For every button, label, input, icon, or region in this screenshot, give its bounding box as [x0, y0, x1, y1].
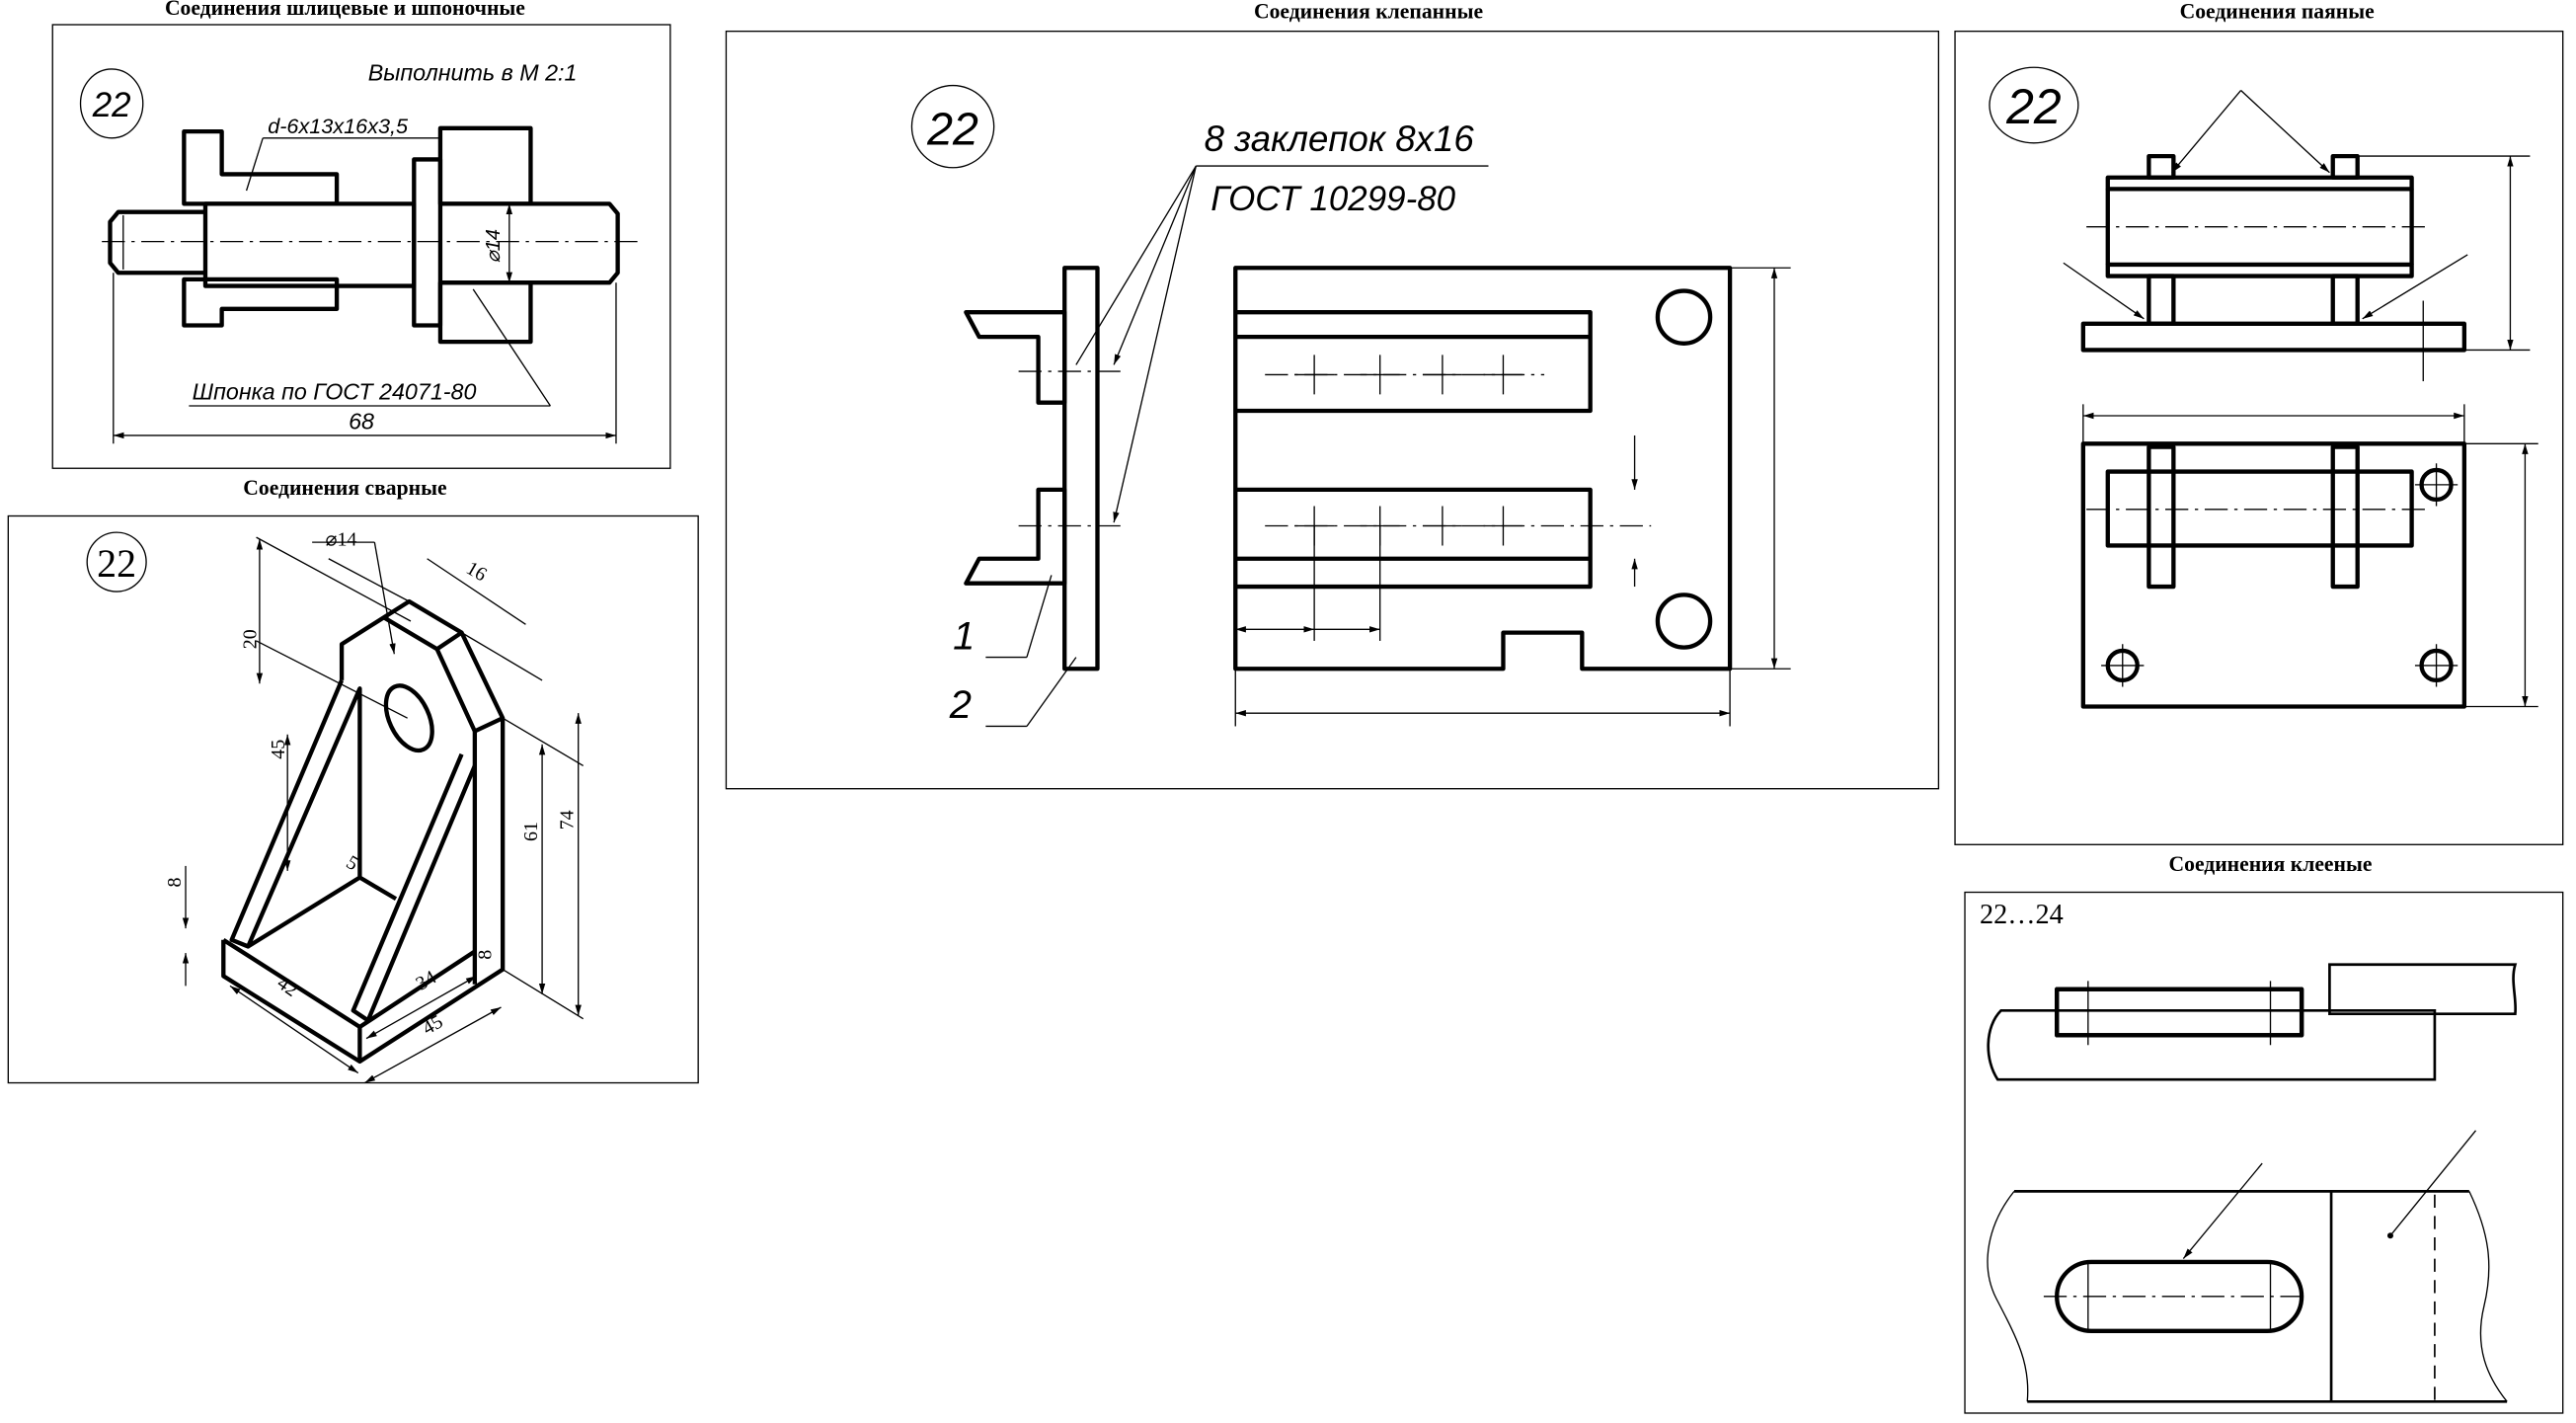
dim-45: 45 — [419, 1011, 446, 1040]
part-label-2: 2 — [949, 683, 972, 727]
panel-riveted: Соединения клепанные 22 8 заклепок 8х16 … — [725, 0, 1940, 790]
panel-frame — [1954, 30, 2564, 845]
panel-title: Соединения сварные — [243, 476, 447, 500]
variant-circle — [1989, 66, 2079, 144]
variant-number: 22 — [92, 86, 131, 124]
panel-frame — [725, 30, 1940, 790]
dim-16: 16 — [462, 557, 490, 586]
variant-number: 22 — [926, 103, 978, 154]
right-housing-top — [437, 125, 533, 206]
panel-welded: Соединения сварные 22 ⌀14 20 — [7, 476, 699, 1084]
panel-frame — [7, 514, 699, 1084]
variant-number: 22 — [2005, 79, 2062, 134]
panel-soldered: Соединения паяные 22 — [1954, 0, 2564, 845]
panel-frame — [1964, 891, 2564, 1414]
left-housing-top — [182, 128, 340, 206]
shaft-splined — [202, 201, 417, 288]
shaft-collar — [412, 157, 443, 328]
angle-1-bottom — [964, 487, 1067, 586]
left-housing-bottom — [182, 277, 340, 328]
variant-circle — [86, 531, 147, 593]
shaft-right — [439, 201, 620, 285]
rivet-centers — [1265, 355, 1652, 641]
right-housing-bottom — [437, 280, 533, 345]
panel-title: Соединения клепанные — [1254, 0, 1483, 23]
scale-note: Выполнить в М 2:1 — [368, 60, 578, 86]
upper-part — [2328, 963, 2518, 1015]
bracket-isometric — [182, 536, 585, 1084]
dim-20: 20 — [240, 629, 262, 649]
adhesive-layer — [2055, 987, 2304, 1038]
plate-top-view — [2080, 441, 2467, 709]
variant-circle — [79, 68, 144, 139]
dim-hole: ⌀14 — [325, 528, 356, 550]
panel-title: Соединения клееные — [2169, 852, 2373, 876]
panel-title: Соединения паяные — [2180, 0, 2376, 23]
panel-glued: Соединения клееные 22…24 — [1964, 852, 2564, 1414]
standard-note: ГОСТ 10299-80 — [1210, 180, 1455, 218]
variant-number: 22 — [97, 541, 136, 586]
part-label-1: 1 — [953, 614, 975, 658]
panel-title: Соединения шлицевые и шпоночные — [165, 0, 525, 20]
panel-frame — [51, 24, 671, 469]
shaft-thread-end — [108, 209, 205, 276]
dim-74: 74 — [557, 810, 579, 830]
plate-2 — [1062, 266, 1100, 672]
strip-plan — [2013, 1190, 2508, 1403]
angle-1-top — [964, 310, 1067, 405]
lower-part — [1987, 1008, 2437, 1081]
panel-splined-keyed: Соединения шлицевые и шпоночные 22 Выпол… — [51, 0, 671, 469]
plate-front-view — [1233, 266, 1733, 672]
key-note: Шпонка по ГОСТ 24071-80 — [193, 378, 477, 404]
dim-61: 61 — [520, 822, 542, 841]
spline-designation: d-6x13x16x3,5 — [268, 114, 409, 138]
variant-number: 22…24 — [1980, 900, 2064, 930]
dim-8-plate: 8 — [475, 950, 497, 960]
length-dim: 68 — [349, 408, 374, 434]
diameter-dim: ⌀14 — [483, 229, 505, 263]
rivet-note: 8 заклепок 8х16 — [1205, 119, 1475, 159]
hole — [383, 683, 434, 753]
base-plate — [2080, 321, 2467, 353]
variant-circle — [910, 84, 995, 169]
dim-45-vertical: 45 — [268, 740, 289, 759]
dim-8-base: 8 — [164, 878, 186, 888]
